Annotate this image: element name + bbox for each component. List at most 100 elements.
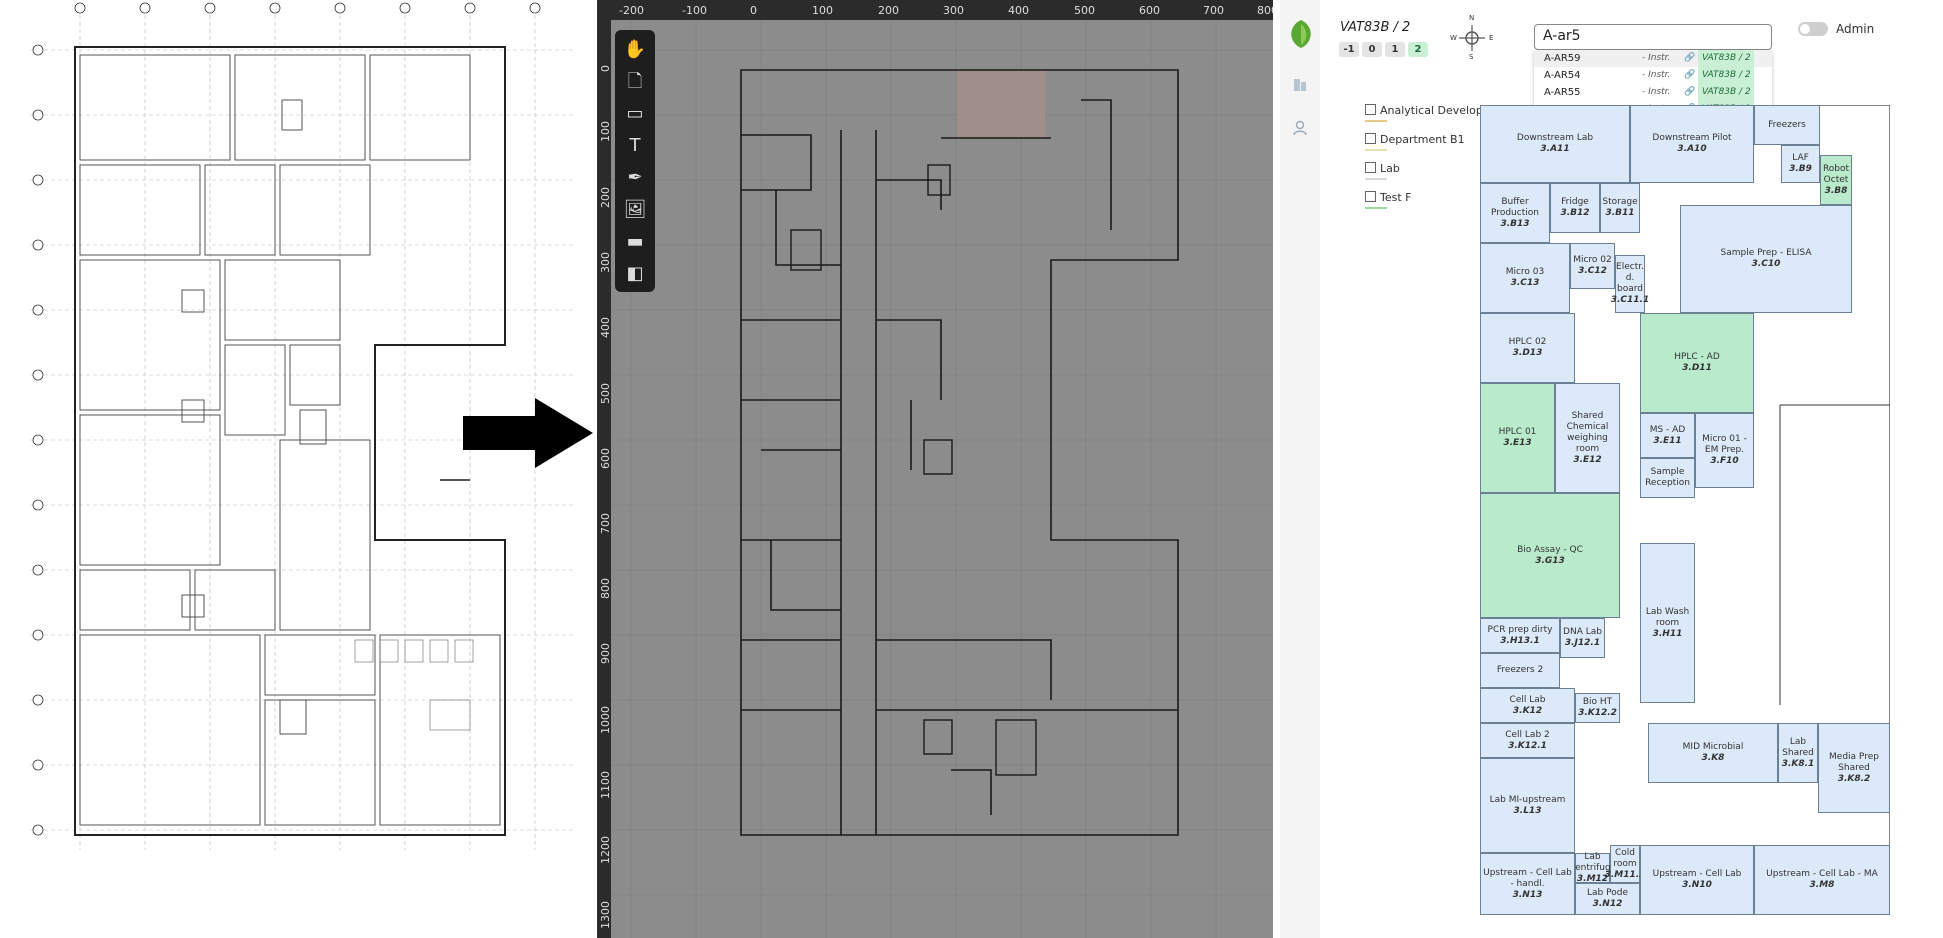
rectangle-tool-icon[interactable]: ▭ xyxy=(626,103,644,124)
ruler-label: 200 xyxy=(878,4,899,17)
architectural-drawing-panel xyxy=(0,0,590,938)
ruler-label: 500 xyxy=(1074,4,1095,17)
layer-filter-analytical[interactable]: Analytical Developmen xyxy=(1365,104,1508,122)
layer-color-line xyxy=(1365,149,1387,151)
layer-filter-lab[interactable]: Lab xyxy=(1365,162,1400,180)
admin-toggle[interactable] xyxy=(1798,22,1828,36)
text-tool-icon[interactable]: T xyxy=(629,135,641,156)
compass-west-label: W xyxy=(1450,34,1457,42)
checkbox[interactable] xyxy=(1365,162,1376,173)
room[interactable]: Micro 01 - EM Prep.3.F10 xyxy=(1695,413,1754,488)
room-code: 3.K12.1 xyxy=(1508,740,1547,751)
floor-button-1[interactable]: 1 xyxy=(1385,42,1405,57)
room[interactable]: Freezers 2 xyxy=(1480,653,1560,688)
room-code: 3.D11 xyxy=(1682,363,1712,373)
link-icon: 🔗 xyxy=(1684,87,1696,97)
vector-editor-panel[interactable]: -200 -100 0 100 200 300 400 500 600 700 … xyxy=(597,0,1273,938)
room-code: 3.L13 xyxy=(1513,805,1542,816)
compass-south-label: S xyxy=(1469,53,1474,61)
room-code: 3.B12 xyxy=(1560,208,1590,218)
room-name: HPLC 02 xyxy=(1508,337,1547,347)
room[interactable]: Freezers xyxy=(1754,105,1820,145)
layer-color-line xyxy=(1365,178,1387,180)
component-tool-icon[interactable]: ◧ xyxy=(626,263,644,284)
hand-tool-icon[interactable]: ✋ xyxy=(623,39,647,60)
page-tool-icon[interactable]: 🗋 xyxy=(627,71,643,92)
room-code: 3.E12 xyxy=(1573,454,1602,465)
building-icon[interactable] xyxy=(1292,76,1308,92)
room-name: LAF xyxy=(1792,153,1809,163)
room[interactable]: Sample Reception xyxy=(1640,458,1695,498)
room-code: 3.E13 xyxy=(1503,438,1532,448)
room-name: Electr. d. board xyxy=(1616,262,1644,294)
room[interactable]: Upstream - Cell Lab - handl.3.N13 xyxy=(1480,853,1575,915)
room-code: 3.B9 xyxy=(1789,164,1812,174)
editor-canvas[interactable] xyxy=(611,20,1273,938)
result-location: VAT83B / 2 xyxy=(1698,50,1754,67)
room-code: 3.C13 xyxy=(1510,278,1540,288)
ruler-label: 300 xyxy=(943,4,964,17)
search-result-item[interactable]: A-AR54 - Instr. 🔗 VAT83B / 2 xyxy=(1534,67,1772,84)
search-input[interactable]: A-ar5 xyxy=(1534,24,1772,50)
room-name: Micro 03 xyxy=(1505,267,1545,277)
result-type: - Instr. xyxy=(1642,87,1671,97)
room-name: Buffer Production xyxy=(1491,196,1539,218)
pen-tool-icon[interactable]: ✒ xyxy=(627,167,643,188)
user-icon[interactable] xyxy=(1292,120,1308,136)
search-result-item[interactable]: A-AR59 - Instr. 🔗 VAT83B / 2 xyxy=(1534,50,1772,67)
layer-filter-department[interactable]: Department B1 xyxy=(1365,133,1465,151)
admin-label: Admin xyxy=(1836,22,1875,36)
layer-label: Analytical Developmen xyxy=(1380,104,1508,117)
floor-button-0[interactable]: 0 xyxy=(1362,42,1382,57)
room-code: 3.H11 xyxy=(1652,628,1683,639)
room-code: 3.A10 xyxy=(1677,144,1707,154)
checkbox[interactable] xyxy=(1365,104,1376,115)
floor-button-2[interactable]: 2 xyxy=(1408,42,1428,57)
room-name: Micro 02 xyxy=(1573,255,1612,265)
checkbox[interactable] xyxy=(1365,133,1376,144)
checkbox[interactable] xyxy=(1365,191,1376,202)
minus-tool-icon[interactable]: ▬ xyxy=(626,231,644,252)
image-tool-icon[interactable]: 🖼 xyxy=(623,199,647,220)
room-name: HPLC 01 xyxy=(1498,427,1537,437)
compass-north-label: N xyxy=(1469,14,1475,22)
room-code: 3.N12 xyxy=(1592,899,1623,909)
result-type: - Instr. xyxy=(1642,53,1671,63)
layer-label: Department B1 xyxy=(1380,133,1465,146)
search-result-item[interactable]: A-AR55 - Instr. 🔗 VAT83B / 2 xyxy=(1534,84,1772,101)
layer-filter-test[interactable]: Test F xyxy=(1365,191,1412,209)
floor-button-minus1[interactable]: -1 xyxy=(1339,42,1359,57)
